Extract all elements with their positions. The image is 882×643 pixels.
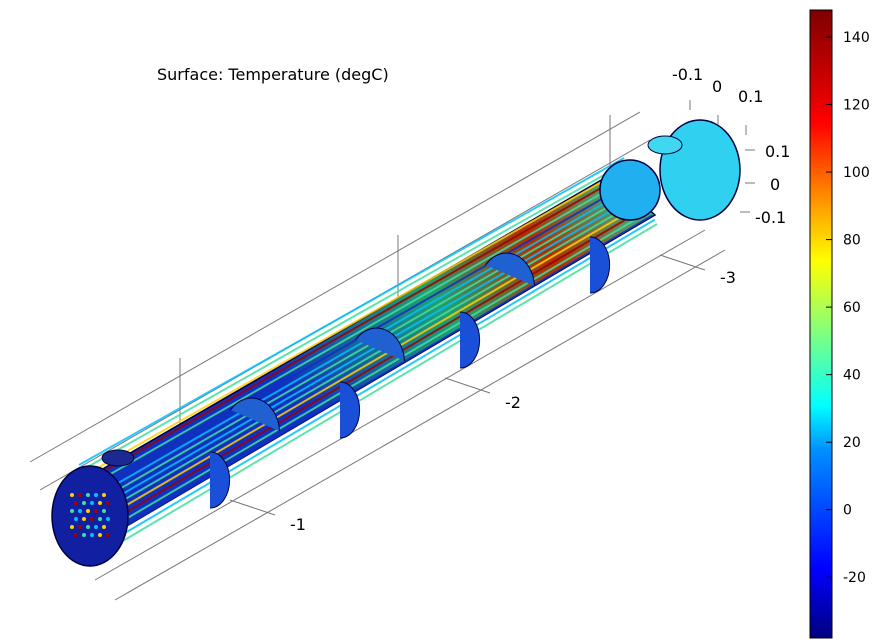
inlet-nozzle bbox=[101, 449, 135, 467]
colorbar-tick-label: 80 bbox=[843, 233, 861, 249]
tube-hole bbox=[82, 517, 86, 521]
y-tick-label: -0.1 bbox=[672, 65, 703, 84]
colorbar-tick-label: 120 bbox=[843, 98, 870, 114]
tube-hole bbox=[94, 525, 98, 529]
x-tick-label: -1 bbox=[290, 515, 306, 534]
tube bbox=[107, 214, 654, 538]
tube-hole bbox=[78, 509, 82, 513]
tube-hole bbox=[106, 501, 110, 505]
tube-hole bbox=[78, 493, 82, 497]
bounding-box bbox=[29, 111, 726, 601]
z-tick-label: -0.1 bbox=[755, 208, 786, 227]
tube bbox=[82, 165, 629, 477]
tube bbox=[100, 201, 647, 521]
outlet-end bbox=[599, 159, 661, 221]
tube-hole bbox=[90, 501, 94, 505]
tube-hole bbox=[102, 525, 106, 529]
colorbar-tick-label: 60 bbox=[843, 300, 861, 316]
z-tick-label: 0.1 bbox=[765, 142, 790, 161]
colorbar bbox=[809, 9, 833, 639]
tube bbox=[104, 209, 651, 532]
tube-hole bbox=[94, 509, 98, 513]
plot-title: Surface: Temperature (degC) bbox=[157, 65, 389, 84]
tube-hole bbox=[106, 517, 110, 521]
baffle bbox=[339, 381, 361, 439]
tube-hole bbox=[74, 533, 78, 537]
tube-hole bbox=[86, 525, 90, 529]
tube bbox=[80, 161, 627, 472]
outlet-nozzle bbox=[647, 135, 683, 155]
tube-hole bbox=[74, 501, 78, 505]
tube-hole bbox=[70, 493, 74, 497]
inlet-end-cap bbox=[51, 465, 129, 567]
tube bbox=[85, 170, 632, 483]
tube-hole bbox=[86, 493, 90, 497]
heat-exchanger bbox=[51, 119, 741, 567]
baffle bbox=[589, 236, 611, 294]
colorbar-ticks: -20 0 20 40 60 80 100 120 140 bbox=[826, 30, 870, 586]
x-tick-label: -2 bbox=[505, 393, 521, 412]
colorbar-tick-label: 20 bbox=[843, 435, 861, 451]
tube-hole bbox=[98, 533, 102, 537]
tube-hole bbox=[78, 525, 82, 529]
z-tick-label: 0 bbox=[770, 175, 780, 194]
tube-hole bbox=[70, 525, 74, 529]
tube bbox=[93, 187, 640, 505]
tube bbox=[109, 218, 656, 543]
tube bbox=[87, 174, 634, 488]
colorbar-tick-label: 140 bbox=[843, 30, 870, 46]
tube-hole bbox=[70, 509, 74, 513]
colorbar-tick-label: 40 bbox=[843, 368, 861, 384]
tube-hole bbox=[98, 501, 102, 505]
colorbar-tick-label: -20 bbox=[843, 570, 866, 586]
baffle bbox=[209, 451, 231, 509]
tube-hole bbox=[94, 493, 98, 497]
colorbar-tick-label: 100 bbox=[843, 165, 870, 181]
x-tick-label: -3 bbox=[720, 268, 736, 287]
tube bbox=[102, 205, 649, 527]
tube-hole bbox=[90, 533, 94, 537]
baffle bbox=[485, 252, 535, 287]
tube-hole bbox=[102, 493, 106, 497]
tube-hole bbox=[82, 501, 86, 505]
baffle bbox=[230, 397, 280, 432]
y-tick-label: 0.1 bbox=[738, 87, 763, 106]
tube-hole bbox=[106, 533, 110, 537]
tube bbox=[78, 157, 625, 466]
tube-hole bbox=[82, 533, 86, 537]
y-tick-label: 0 bbox=[712, 77, 722, 96]
tube-hole bbox=[102, 509, 106, 513]
tube-hole bbox=[86, 509, 90, 513]
outlet-end-cap bbox=[659, 119, 741, 221]
tube bbox=[98, 196, 645, 516]
baffle bbox=[459, 311, 481, 369]
tube-hole bbox=[98, 517, 102, 521]
axis-triad bbox=[689, 100, 755, 213]
baffle bbox=[355, 327, 405, 362]
tube bbox=[111, 223, 658, 549]
tube-hole bbox=[90, 517, 94, 521]
tube-hole bbox=[74, 517, 78, 521]
tube bbox=[96, 192, 643, 510]
colorbar-tick-label: 0 bbox=[843, 503, 852, 519]
